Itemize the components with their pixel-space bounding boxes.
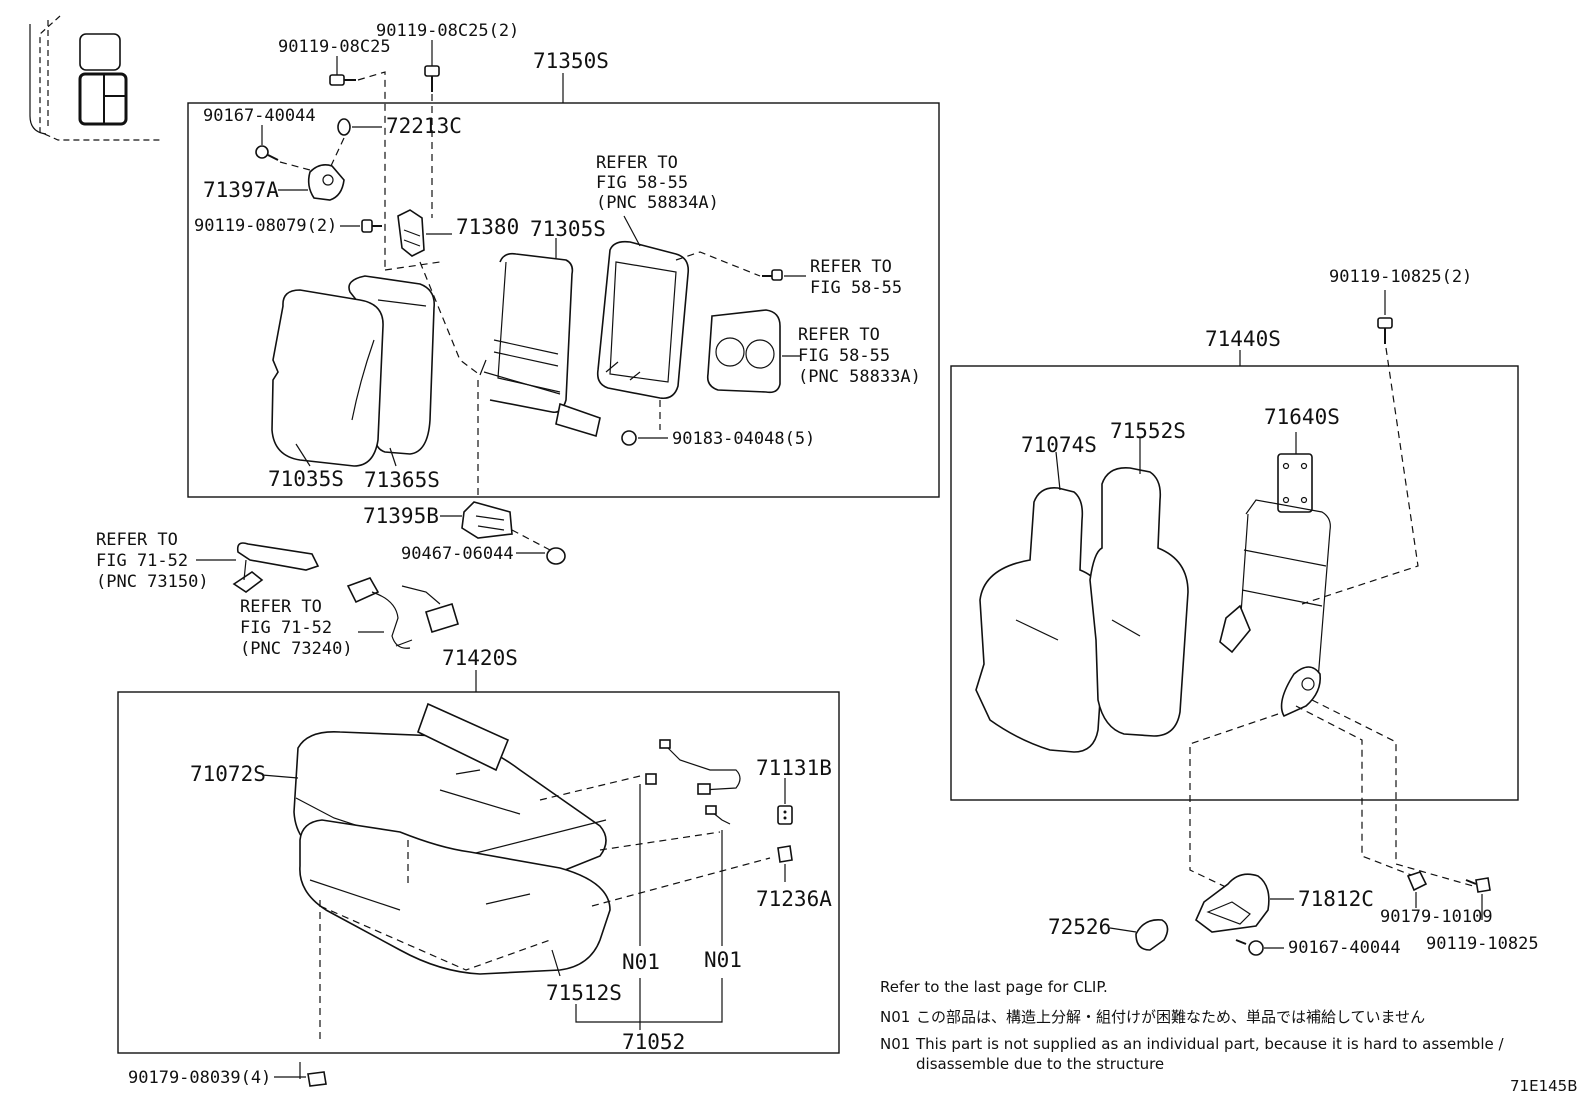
ref-fig-71-52-a-line1: REFER TO (96, 530, 178, 550)
bolt-icon (1377, 317, 1393, 344)
callout-71131b: 71131B (756, 756, 832, 780)
clip-note: Refer to the last page for CLIP. (880, 978, 1108, 996)
callout-72213c: 72213C (386, 114, 462, 138)
callout-90179-10109: 90179-10109 (1380, 907, 1493, 927)
clip-icon (337, 118, 351, 136)
ref-fig-58-55-a-line3: (PNC 58834A) (596, 193, 719, 213)
callout-71397a: 71397A (203, 178, 279, 202)
callout-71812c: 71812C (1298, 887, 1374, 911)
n01-label-jp: N01 (880, 1008, 910, 1026)
hinge-bracket-icon (461, 501, 513, 539)
bolt-icon (424, 65, 440, 92)
ref-fig-71-52-b-line2: FIG 71-52 (240, 618, 332, 638)
ref-fig-58-55-b-line2: FIG 58-55 (810, 278, 902, 298)
ref-fig-71-52-b-line1: REFER TO (240, 597, 322, 617)
screw-icon (1235, 939, 1264, 956)
bolt-icon (1465, 877, 1491, 893)
wire-harness-icon (645, 739, 741, 825)
knob-icon (1135, 918, 1169, 951)
callout-90119-08079: 90119-08079(2) (194, 216, 337, 236)
seat-belt-icon (232, 542, 320, 593)
callout-90183-04048: 90183-04048(5) (672, 429, 815, 449)
callout-71512s: 71512S (546, 981, 622, 1005)
callout-71350s: 71350S (533, 49, 609, 73)
figure-id: 71E145B (1510, 1077, 1578, 1095)
callout-90119-08c25: 90119-08C25 (278, 37, 391, 57)
ref-fig-71-52-a-line3: (PNC 73150) (96, 572, 209, 592)
n01-label-en: N01 (880, 1035, 910, 1053)
callout-71552s: 71552S (1110, 419, 1186, 443)
bolt-icon (361, 219, 382, 233)
clip-icon (621, 430, 637, 446)
callout-71440s: 71440S (1205, 327, 1281, 351)
ref-fig-71-52-b-line3: (PNC 73240) (240, 639, 353, 659)
callout-71420s: 71420S (442, 646, 518, 670)
callout-90167-40044-top: 90167-40044 (203, 106, 316, 126)
seatback-cover-right-icon (975, 486, 1107, 753)
callout-72526: 72526 (1048, 915, 1111, 939)
seatback-cover-icon (271, 289, 384, 467)
hinge-cover-icon (307, 164, 345, 201)
callout-71395b: 71395B (363, 504, 439, 528)
callout-90119-10825: 90119-10825 (1426, 934, 1539, 954)
n01-note-en-line2: disassemble due to the structure (916, 1055, 1164, 1073)
n01-note-jp: この部品は、構造上分解・組付けが困難なため、単品では補給していません (916, 1008, 1425, 1026)
ref-fig-58-55-c-line1: REFER TO (798, 325, 880, 345)
connector-icon (777, 845, 793, 863)
vehicle-locator-icon (29, 15, 160, 141)
bolt-icon (329, 74, 356, 86)
callout-90119-10825-2: 90119-10825(2) (1329, 267, 1472, 287)
recliner-cover-icon (1195, 873, 1270, 933)
callout-71640s: 71640S (1264, 405, 1340, 429)
ref-fig-58-55-b-line1: REFER TO (810, 257, 892, 277)
n01-note-en-line1: This part is not supplied as an individu… (915, 1035, 1504, 1053)
seatback-frame-right-icon (1219, 453, 1331, 718)
ref-fig-58-55-a-line2: FIG 58-55 (596, 173, 688, 193)
screw-icon (255, 145, 279, 161)
ref-fig-58-55-a-line1: REFER TO (596, 153, 678, 173)
ref-fig-58-55-c-line2: FIG 58-55 (798, 346, 890, 366)
cap-icon (546, 547, 566, 565)
ref-fig-58-55-c-line3: (PNC 58833A) (798, 367, 921, 387)
callout-71072s: 71072S (190, 762, 266, 786)
callout-71052: 71052 (622, 1030, 685, 1054)
callout-90179-08039: 90179-08039(4) (128, 1068, 271, 1088)
callout-71305s: 71305S (530, 217, 606, 241)
callout-71035s: 71035S (268, 467, 344, 491)
callout-90167-40044-bot: 90167-40044 (1288, 938, 1401, 958)
nut-icon (1406, 871, 1428, 892)
callout-90467-06044: 90467-06044 (401, 544, 514, 564)
ref-fig-71-52-a-line2: FIG 71-52 (96, 551, 188, 571)
buckle-icon (346, 577, 459, 649)
seatback-board-icon (596, 240, 690, 400)
bracket-icon (397, 209, 425, 257)
callout-n01-a: N01 (622, 950, 660, 974)
cup-holder-icon (706, 309, 781, 394)
seat-cushion-pad-icon (299, 819, 611, 975)
nut-icon (307, 1071, 327, 1087)
callout-90119-08c25-2: 90119-08C25(2) (376, 21, 519, 41)
callout-71074s: 71074S (1021, 433, 1097, 457)
seatback-frame-icon (479, 252, 601, 438)
connector-icon (777, 805, 793, 825)
separate-seat-group-box (950, 365, 1519, 801)
callout-71380: 71380 (456, 215, 519, 239)
callout-71365s: 71365S (364, 468, 440, 492)
callout-71236a: 71236A (756, 887, 832, 911)
seatback-pad-right-icon (1089, 467, 1189, 737)
callout-n01-b: N01 (704, 948, 742, 972)
bolt-icon (762, 269, 783, 281)
seat-cushion-group-box (117, 691, 840, 1054)
